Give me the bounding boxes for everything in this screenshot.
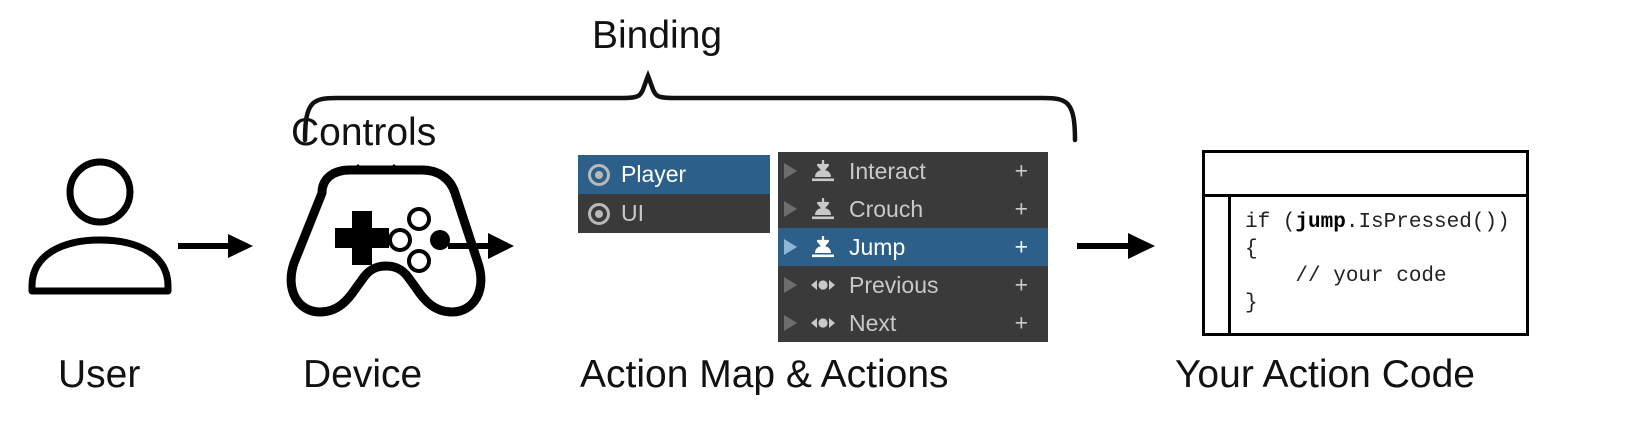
action-map-row-player[interactable]: Player [578, 155, 770, 194]
action-map-icon [588, 163, 610, 186]
arrow-actions-to-code-head [1128, 233, 1155, 259]
button-action-icon [812, 160, 834, 182]
action-map-label: Player [621, 161, 687, 187]
button-action-icon [812, 236, 834, 258]
binding-brace [302, 69, 1078, 143]
code-line-1-variable: jump [1295, 211, 1346, 234]
action-label: Jump [849, 233, 906, 260]
action-row-next[interactable]: Next + [778, 304, 1048, 342]
gamepad-dpad-icon [335, 211, 389, 265]
axis-action-icon [811, 280, 835, 290]
user-body-icon [28, 236, 172, 295]
code-text[interactable]: if (jump.IsPressed()) { // your code } [1231, 197, 1526, 333]
action-label: Next [849, 309, 897, 336]
caption-code: Your Action Code [1175, 353, 1475, 396]
disclosure-triangle-icon[interactable] [784, 201, 797, 217]
caption-device: Device [303, 353, 423, 396]
disclosure-triangle-icon[interactable] [784, 277, 797, 293]
binding-annotation-label: Binding [592, 14, 723, 57]
action-map-row-ui[interactable]: UI [578, 194, 770, 233]
code-window[interactable]: if (jump.IsPressed()) { // your code } [1202, 150, 1529, 336]
caption-actions: Action Map & Actions [580, 353, 949, 396]
code-gutter [1205, 197, 1231, 333]
add-binding-button[interactable]: + [1014, 309, 1028, 336]
user-head-icon [66, 158, 134, 226]
arrow-device-to-actions-head [488, 233, 514, 259]
add-binding-button[interactable]: + [1014, 157, 1028, 184]
axis-action-icon [811, 318, 835, 328]
gamepad-button-right-icon [430, 230, 450, 250]
add-binding-button[interactable]: + [1014, 271, 1028, 298]
disclosure-triangle-icon[interactable] [784, 163, 797, 179]
action-label: Previous [849, 271, 939, 298]
action-row-jump[interactable]: Jump + [778, 228, 1048, 266]
caption-user: User [58, 353, 141, 396]
action-row-previous[interactable]: Previous + [778, 266, 1048, 304]
gamepad-button-top-icon [407, 207, 431, 231]
code-line-3: // your code [1245, 265, 1447, 288]
action-map-panel[interactable]: Player UI [578, 155, 770, 233]
code-window-title-bar [1205, 153, 1526, 197]
arrow-user-to-device-head [228, 234, 253, 258]
action-label: Crouch [849, 195, 924, 222]
actions-panel[interactable]: Interact + Crouch + Jump + [778, 152, 1048, 342]
code-line-2: { [1245, 238, 1258, 261]
disclosure-triangle-icon[interactable] [784, 239, 797, 255]
controls-annotation-label: Controls [291, 111, 437, 154]
add-binding-button[interactable]: + [1014, 195, 1028, 222]
button-action-icon [812, 198, 834, 220]
action-map-icon [588, 202, 610, 225]
action-row-crouch[interactable]: Crouch + [778, 190, 1048, 228]
code-line-1-suffix: .IsPressed()) [1345, 211, 1510, 234]
action-map-label: UI [621, 200, 644, 226]
disclosure-triangle-icon[interactable] [784, 315, 797, 331]
action-row-interact[interactable]: Interact + [778, 152, 1048, 190]
code-line-4: } [1245, 292, 1258, 315]
code-window-body: if (jump.IsPressed()) { // your code } [1205, 197, 1526, 333]
gamepad-button-bottom-icon [407, 249, 431, 273]
add-binding-button[interactable]: + [1014, 233, 1028, 260]
code-line-1-prefix: if ( [1245, 211, 1296, 234]
action-label: Interact [849, 157, 926, 184]
gamepad-button-left-icon [388, 228, 412, 252]
